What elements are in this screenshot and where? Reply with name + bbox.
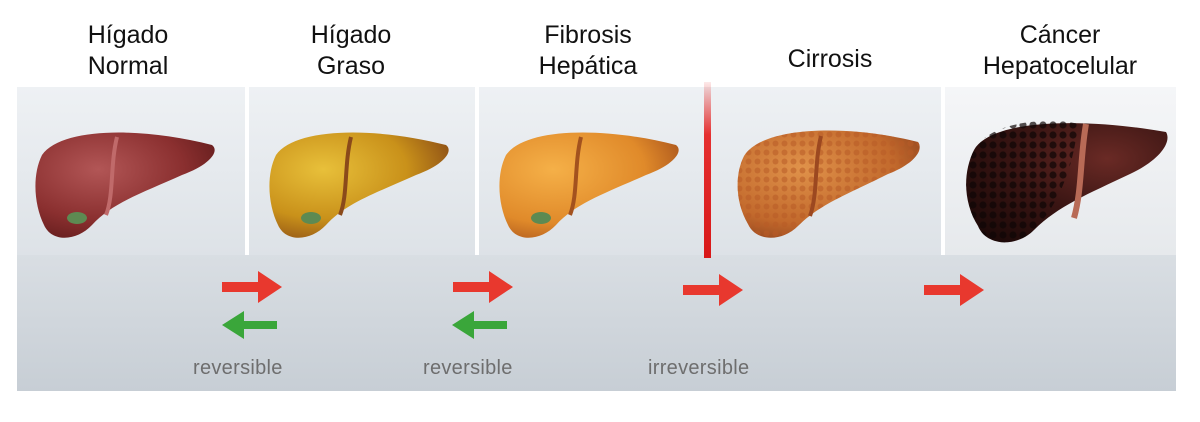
stage-title-cancer: Cáncer Hepatocelular [982, 21, 1138, 80]
normal-liver-image [35, 132, 215, 238]
panel-divider [475, 87, 479, 255]
stage-title-cirrhosis: Cirrosis [787, 45, 873, 73]
fatty-liver-image [269, 132, 449, 238]
back-arrow-icon [452, 311, 507, 339]
stage-title-normal: Hígado Normal [87, 21, 169, 80]
cirrhosis-liver-image [737, 130, 920, 238]
fibrosis-liver-image [499, 132, 679, 238]
stage-title-fatty: Hígado Graso [310, 21, 392, 80]
panel-divider [941, 87, 945, 255]
forward-arrow-icon [222, 271, 282, 303]
forward-arrow-icon [924, 274, 984, 306]
irreversible-threshold-line [704, 82, 711, 258]
back-arrow-icon [222, 311, 277, 339]
caption-reversible: reversible [423, 357, 513, 379]
forward-arrow-icon [683, 274, 743, 306]
panel-divider [245, 87, 249, 255]
caption-reversible: reversible [193, 357, 283, 379]
stage-title-fibrosis: Fibrosis Hepática [538, 21, 638, 80]
cancer-liver-image [966, 120, 1168, 243]
forward-arrow-icon [453, 271, 513, 303]
caption-irreversible: irreversible [648, 357, 750, 379]
